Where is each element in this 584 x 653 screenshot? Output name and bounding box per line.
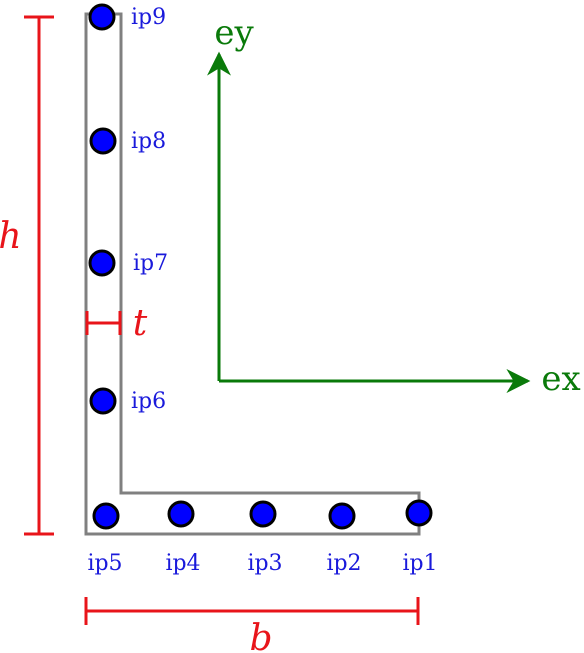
ip4-point — [167, 500, 195, 528]
section-outline — [84, 12, 421, 536]
ip9-label: ip9 — [131, 5, 166, 30]
width-label: b — [249, 618, 272, 653]
ex-axis-label: ex — [541, 359, 580, 399]
ey-axis-label: ey — [214, 13, 254, 53]
ip6-label: ip6 — [131, 389, 166, 414]
ip8-label: ip8 — [131, 129, 166, 154]
ip6-point — [89, 387, 117, 415]
ip3-point — [249, 500, 277, 528]
ip2-label: ip2 — [326, 551, 361, 576]
integration-points — [88, 3, 433, 530]
ip7-label: ip7 — [133, 251, 168, 276]
height-label: h — [0, 216, 22, 257]
ip1-label: ip1 — [402, 551, 437, 576]
ip9-point — [88, 3, 116, 31]
height-dimension — [24, 15, 54, 536]
ip8-point — [89, 127, 117, 155]
thickness-label: t — [133, 303, 148, 344]
ip4-label: ip4 — [165, 551, 200, 576]
ip2-point — [328, 502, 356, 530]
width-dimension — [84, 597, 420, 625]
thickness-dimension — [85, 311, 122, 335]
ip5-point — [92, 502, 120, 530]
ip3-label: ip3 — [247, 551, 282, 576]
ip5-label: ip5 — [87, 551, 122, 576]
ip1-point — [405, 499, 433, 527]
ip7-point — [88, 249, 116, 277]
